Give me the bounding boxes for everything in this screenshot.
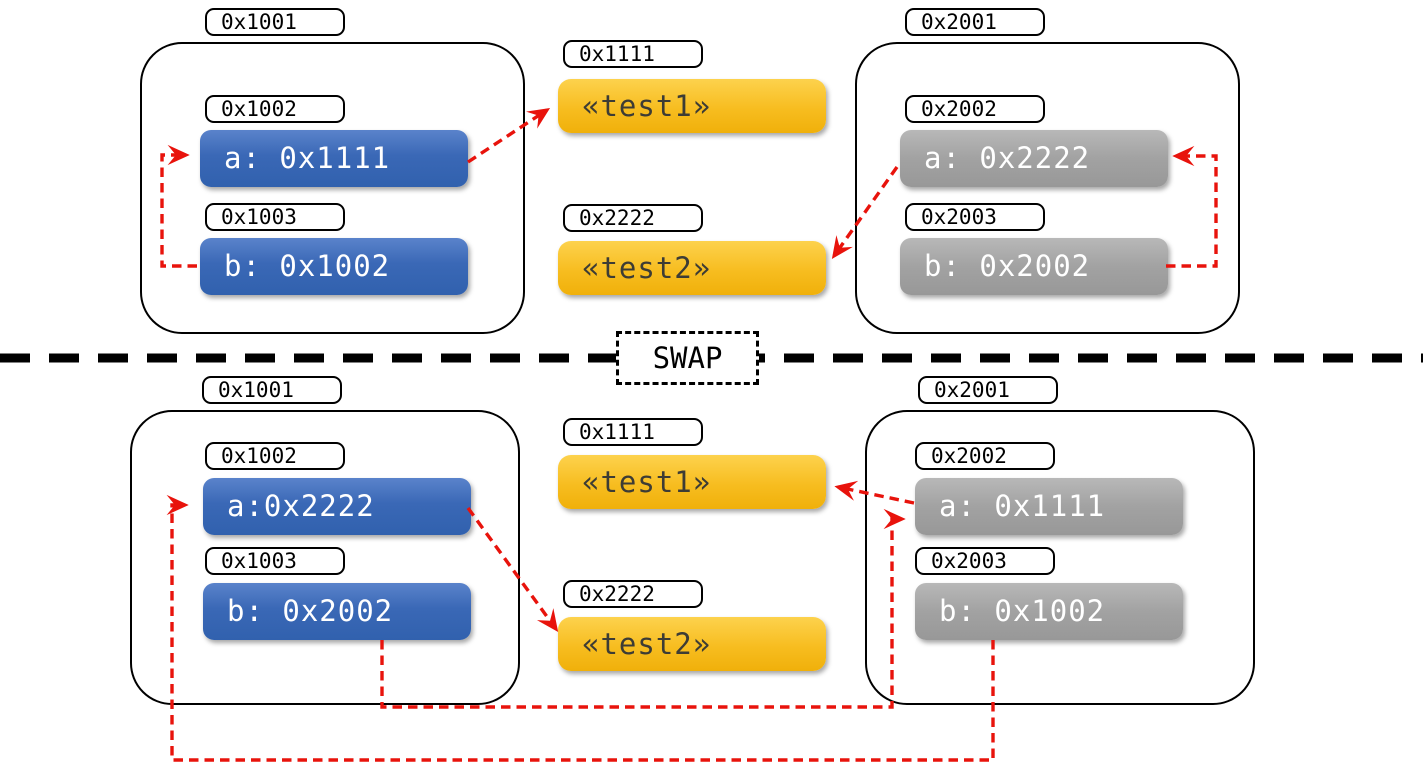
var-cell-a: a: 0x2222 <box>900 130 1168 187</box>
var-cell-a: a: 0x1111 <box>200 130 468 187</box>
address-tag-frame: 0x1001 <box>205 8 345 36</box>
var-cell-b: b: 0x2002 <box>900 238 1168 295</box>
address-tag-slot-b: 0x1003 <box>205 203 345 231</box>
heap-cell-test1: «test1» <box>558 79 826 133</box>
heap-cell-test2: «test2» <box>558 617 826 671</box>
var-cell-a: a: 0x1111 <box>915 478 1183 535</box>
address-tag-frame: 0x2001 <box>905 8 1045 36</box>
address-tag-slot-b: 0x2003 <box>915 547 1055 575</box>
heap-cell-test1: «test1» <box>558 455 826 509</box>
var-cell-b: b: 0x1002 <box>915 583 1183 640</box>
address-tag-heap-test1: 0x1111 <box>563 40 703 68</box>
address-tag-slot-a: 0x1002 <box>205 95 345 123</box>
address-tag-heap-test2: 0x2222 <box>563 580 703 608</box>
address-tag-slot-b: 0x2003 <box>905 203 1045 231</box>
address-tag-frame: 0x1001 <box>202 376 342 404</box>
var-cell-a: a:0x2222 <box>203 478 471 535</box>
address-tag-frame: 0x2001 <box>918 376 1058 404</box>
swap-label-box: SWAP <box>616 331 759 385</box>
address-tag-slot-a: 0x2002 <box>915 442 1055 470</box>
address-tag-heap-test1: 0x1111 <box>563 418 703 446</box>
heap-cell-test2: «test2» <box>558 241 826 295</box>
var-cell-b: b: 0x2002 <box>203 583 471 640</box>
address-tag-slot-a: 0x1002 <box>205 442 345 470</box>
var-cell-b: b: 0x1002 <box>200 238 468 295</box>
address-tag-slot-b: 0x1003 <box>205 547 345 575</box>
address-tag-heap-test2: 0x2222 <box>563 204 703 232</box>
address-tag-slot-a: 0x2002 <box>905 95 1045 123</box>
